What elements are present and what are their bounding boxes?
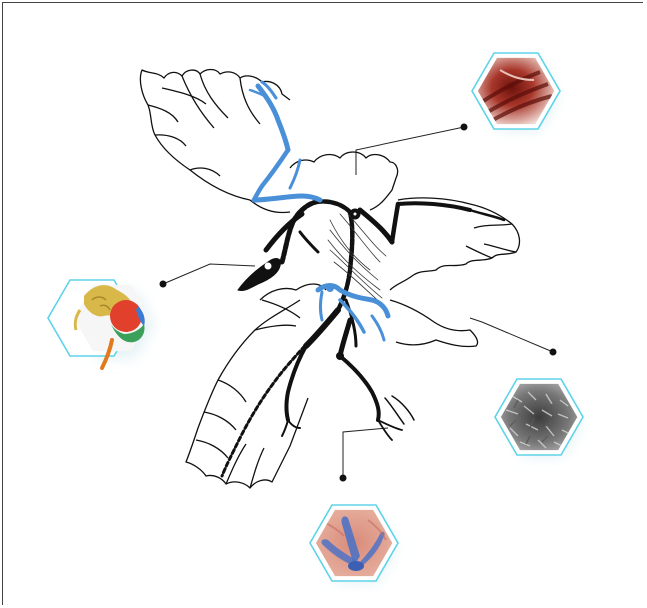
right-wing-feathers <box>390 198 519 290</box>
ischium <box>340 300 364 332</box>
left-wing-radius-ulna <box>254 150 288 200</box>
leader-braincase <box>163 264 255 284</box>
right-tibia <box>340 356 379 420</box>
dot-footprint <box>340 475 347 482</box>
tail-feathers <box>186 300 308 488</box>
skull <box>238 259 280 291</box>
leader-dots <box>160 124 557 482</box>
callout-footprint <box>310 505 398 582</box>
leader-footprint <box>343 428 388 478</box>
skeleton-bones <box>222 201 504 476</box>
archaeopteryx-outline <box>140 70 519 489</box>
right-foot <box>385 396 414 424</box>
right-radius-ulna <box>398 203 470 210</box>
dot-braincase <box>160 281 167 288</box>
callout-feather-tissue <box>470 53 560 130</box>
leader-lines <box>163 127 553 478</box>
callout-braincase <box>48 280 154 368</box>
leader-feather-tissue <box>356 127 464 175</box>
right-femur <box>340 320 350 356</box>
leader-melanosomes <box>470 318 553 352</box>
back-plumage <box>290 152 398 210</box>
dot-feather-tissue <box>461 124 468 131</box>
callout-feather-melanosomes <box>495 379 583 456</box>
left-humerus <box>254 196 320 200</box>
right-humerus <box>360 210 392 242</box>
dot-melanosomes <box>550 349 557 356</box>
